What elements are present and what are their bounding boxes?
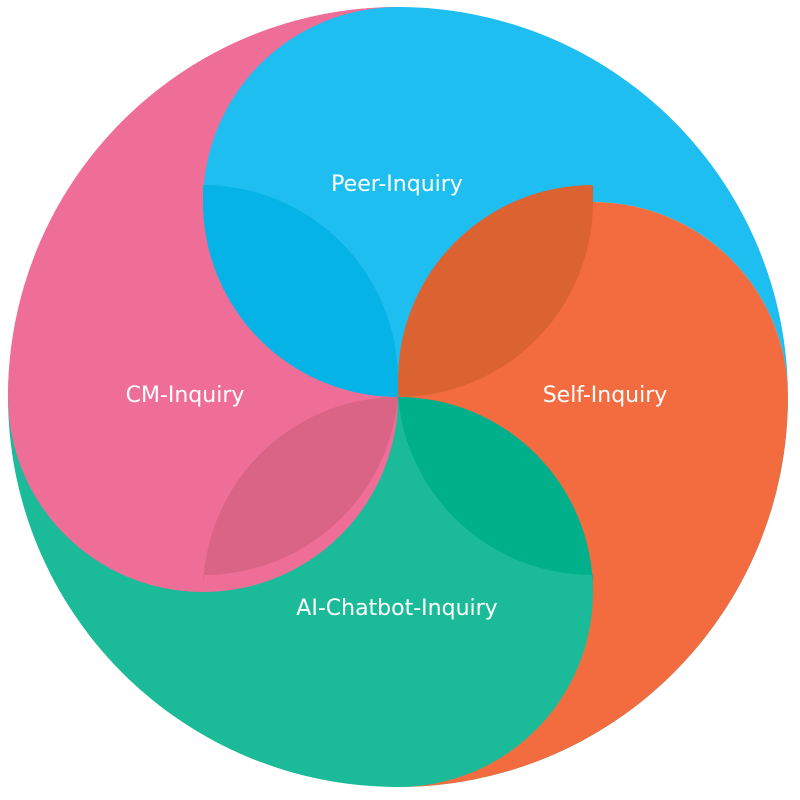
cm-inquiry-label: CM-Inquiry (126, 383, 245, 408)
self-inquiry-overlap-petal (398, 185, 593, 397)
peer-inquiry-overlap-petal (203, 185, 398, 397)
peer-inquiry-label: Peer-Inquiry (331, 172, 463, 197)
chatbot-inquiry-overlap-petal (398, 397, 593, 592)
self-inquiry-label: Self-Inquiry (543, 383, 668, 408)
cm-inquiry-overlap-petal (203, 397, 398, 592)
chatbot-inquiry-label: AI-Chatbot-Inquiry (296, 596, 497, 621)
